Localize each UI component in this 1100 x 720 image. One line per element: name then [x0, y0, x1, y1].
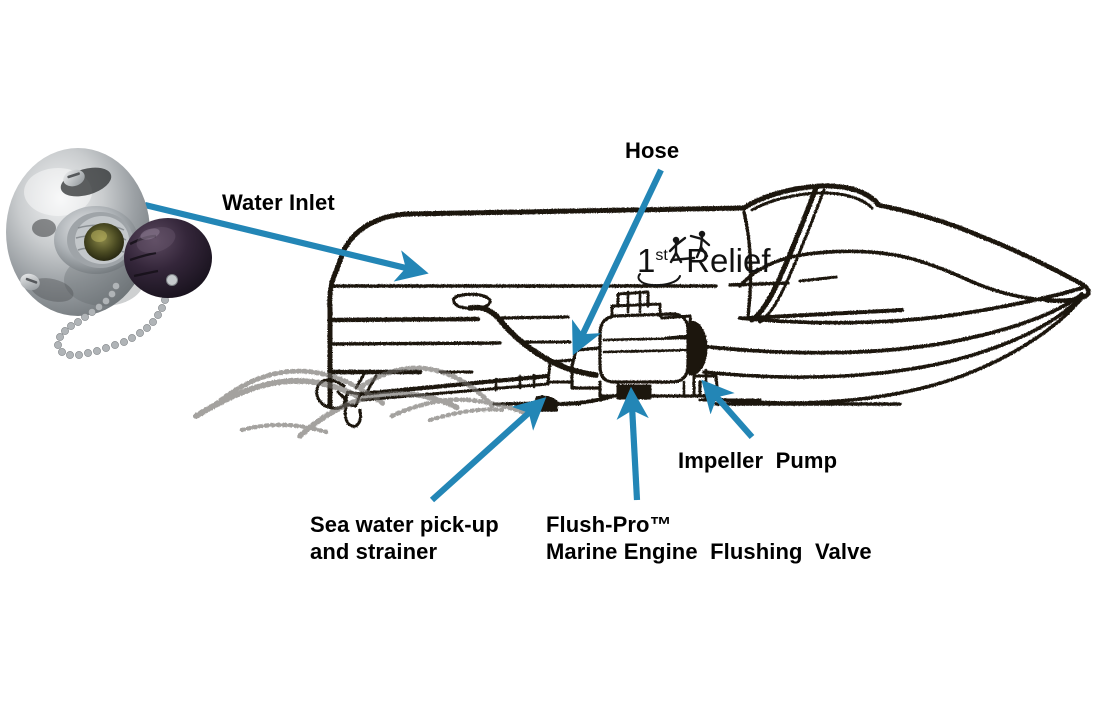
inlet-cap-stud	[166, 274, 178, 286]
label-flush-pro-line2: Marine Engine Flushing Valve	[546, 538, 872, 564]
label-flush-pro: Flush-Pro™ Marine Engine Flushing Valve	[546, 512, 872, 566]
boat-chine-2	[698, 292, 1084, 355]
boat-waterline	[328, 341, 502, 346]
logo-ordinal-suffix: st	[655, 247, 668, 264]
hose-hull-fitting	[451, 292, 492, 310]
label-hose: Hose	[625, 138, 680, 163]
boat-cabin-side-edge	[875, 202, 983, 239]
first-relief-logo: 1st Relief	[637, 228, 772, 288]
callout-arrows	[144, 168, 755, 503]
inlet-bore	[84, 223, 124, 261]
logo-swoosh-icon	[637, 273, 681, 287]
boat-windshield-post-inner	[758, 188, 826, 324]
water-spray	[193, 365, 531, 439]
label-water-inlet: Water Inlet	[222, 190, 335, 215]
hose-arrow	[572, 168, 664, 356]
boat-bow-tip	[1043, 279, 1091, 304]
water-inlet-fitting-photo	[6, 148, 212, 359]
boat-chine-3	[702, 294, 1084, 379]
boat-hull-stripe-2	[496, 315, 570, 320]
sea-water-pickup-arrow	[429, 397, 547, 503]
boat-rub-rail-3	[798, 275, 838, 283]
prop-shaft	[357, 373, 551, 397]
logo-ordinal: 1	[637, 242, 656, 279]
label-sea-water-pickup: Sea water pick-up and strainer	[310, 512, 499, 566]
boat-foredeck	[977, 233, 1081, 285]
inboard-engine	[546, 290, 720, 400]
boat-bow-curve	[898, 254, 1048, 302]
boat-windshield-bottom	[746, 308, 904, 320]
label-impeller-pump: Impeller Pump	[678, 448, 838, 473]
boat-line-drawing	[315, 183, 1091, 428]
boat-gunwale-fwd	[738, 249, 902, 288]
boat-windshield-inner	[750, 191, 874, 212]
shaft-coupling	[494, 373, 536, 392]
label-sea-water-pickup-line1: Sea water pick-up	[310, 512, 499, 537]
inlet-mounting-screws	[20, 169, 85, 291]
pickup-hose	[554, 394, 616, 406]
prop-shaft-2	[360, 382, 550, 402]
boat-deck-line	[405, 205, 746, 217]
boat-windshield-post	[749, 185, 819, 323]
boat-hull-stripe	[330, 316, 481, 323]
flushing-hose	[467, 304, 599, 378]
boat-transom	[327, 211, 411, 409]
impeller-pump-arrow	[701, 379, 755, 440]
boat-chine-1	[738, 286, 1084, 325]
flush-pro-arrow	[616, 386, 649, 501]
boat-windshield-outer	[741, 183, 881, 211]
boat-windshield-brace	[742, 210, 753, 318]
label-flush-pro-line1: Flush-Pro™	[546, 512, 672, 537]
label-sea-water-pickup-line2: and strainer	[310, 538, 438, 564]
water-inlet-arrow	[144, 201, 429, 282]
logo-stick-figures-icon	[668, 230, 711, 264]
